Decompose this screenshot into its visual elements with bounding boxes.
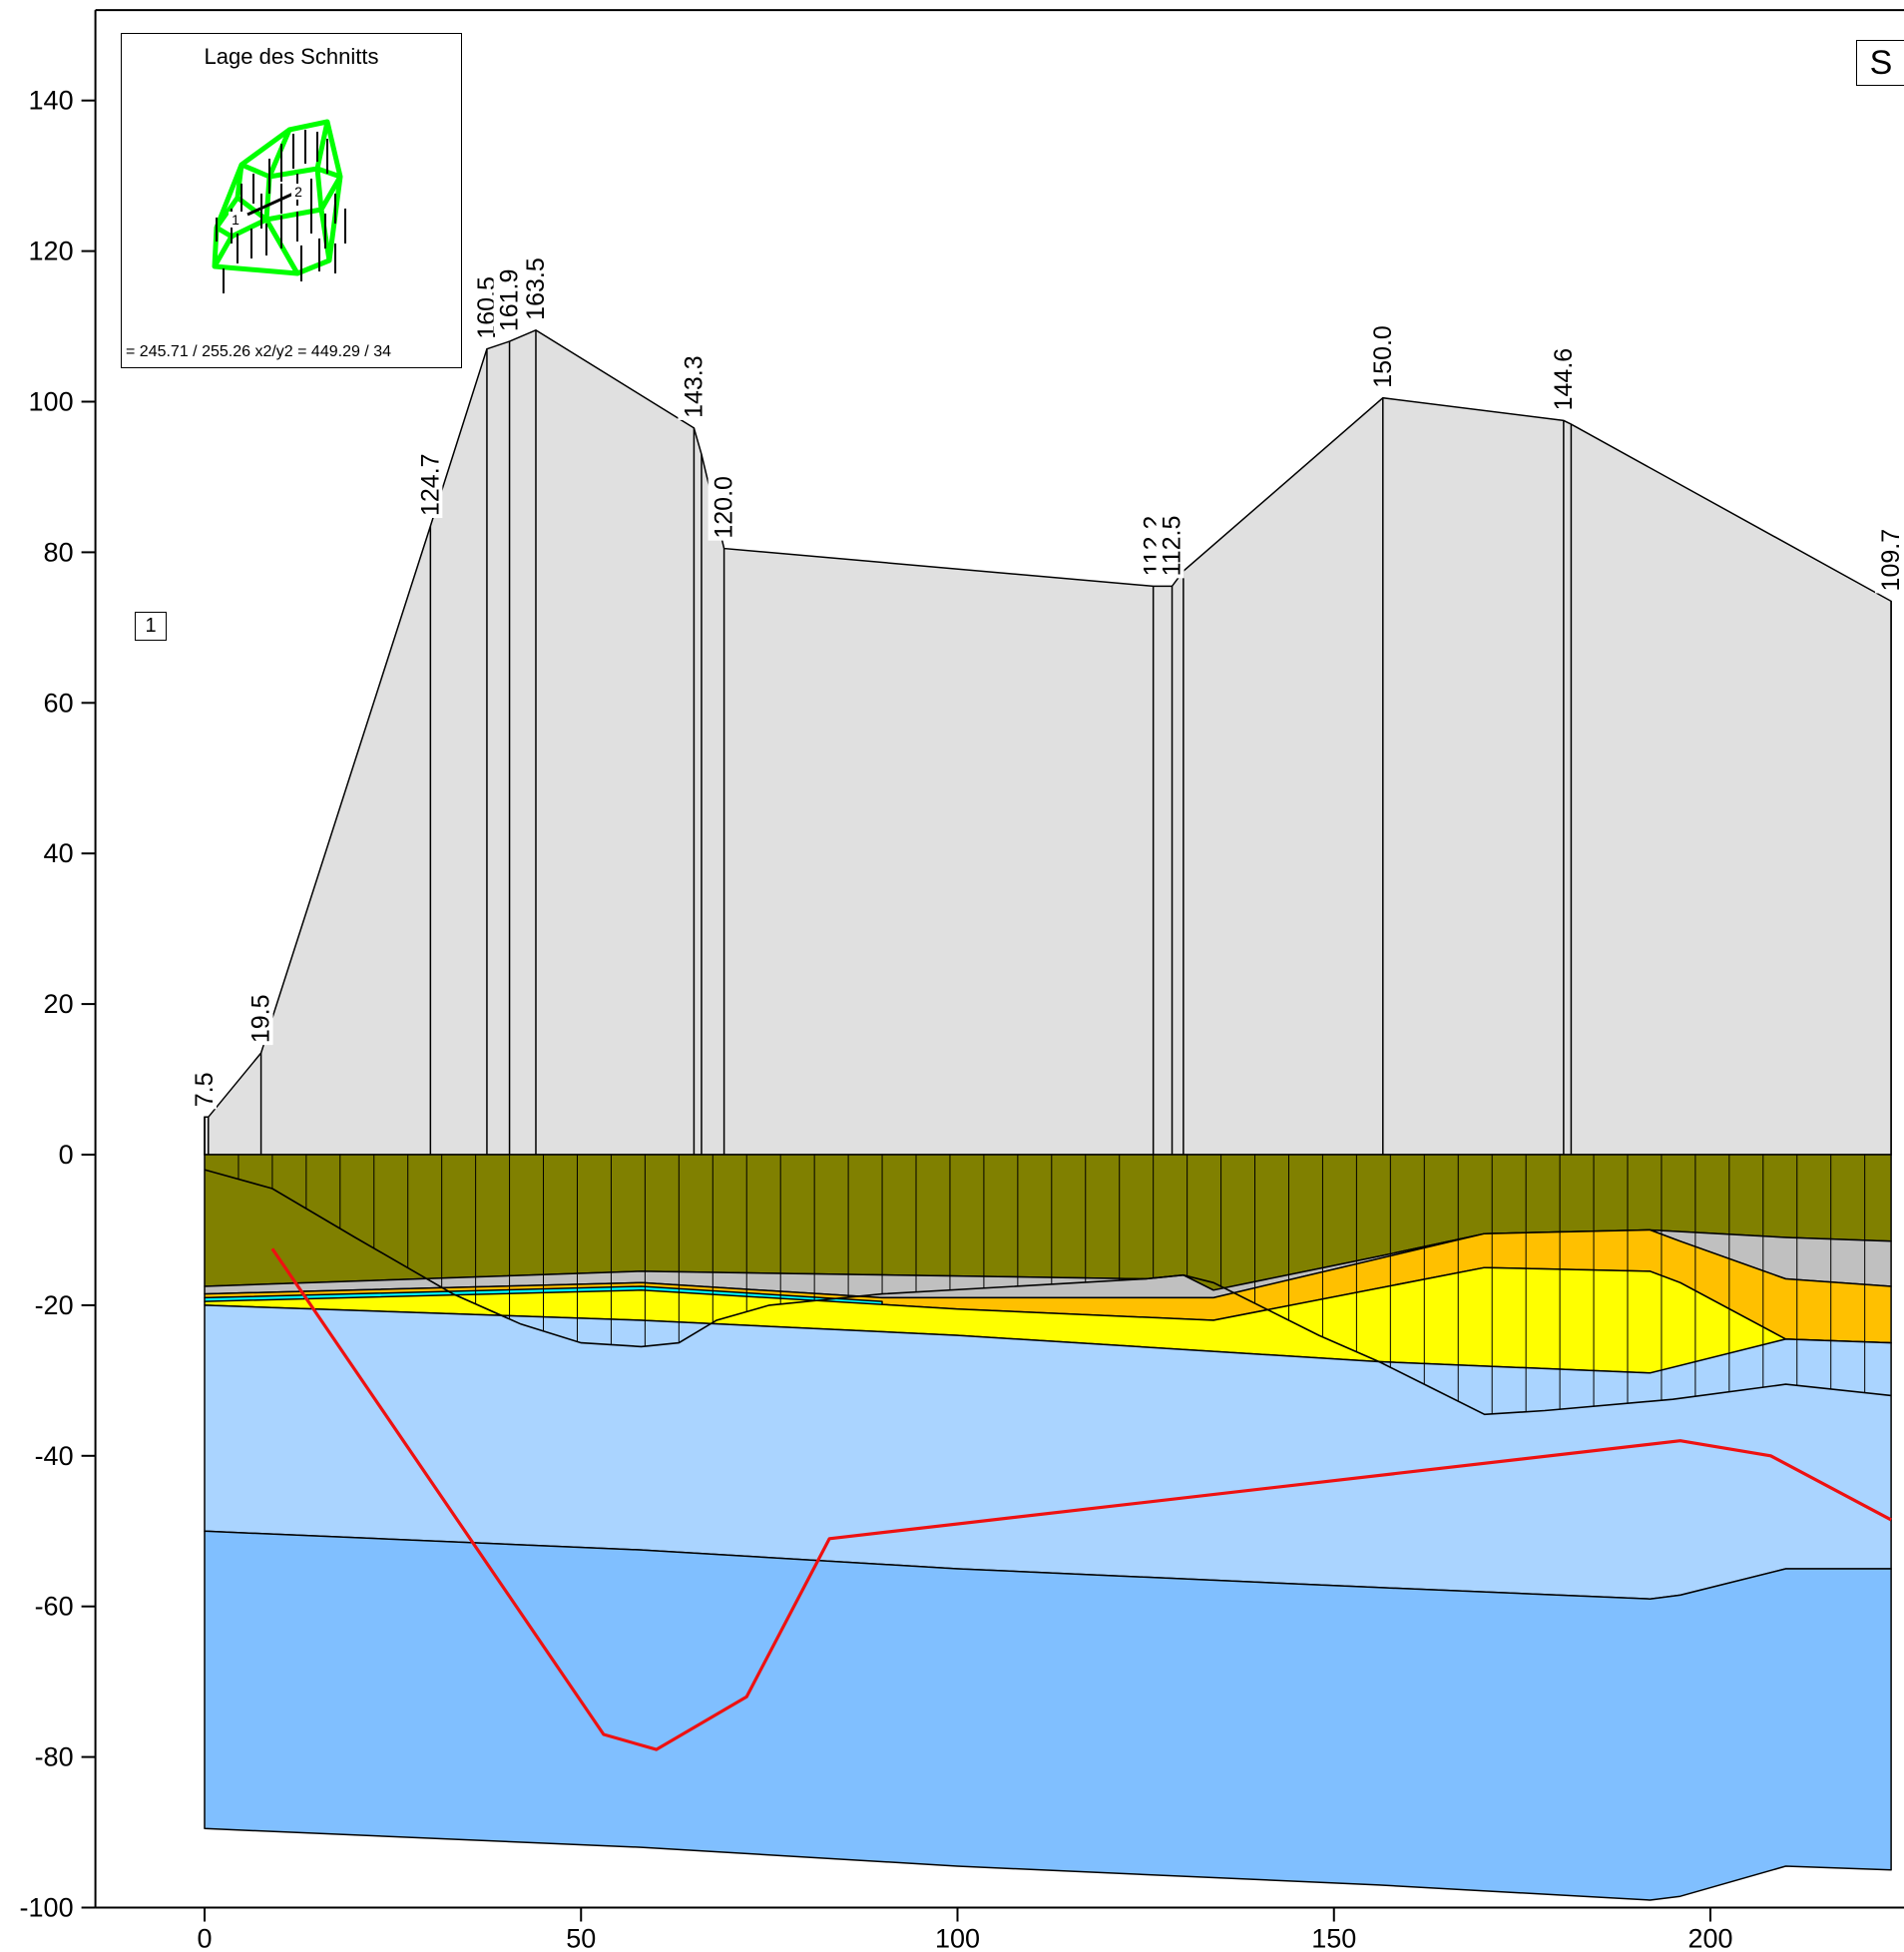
section-location-inset: Lage des Schnitts 1 2 = 245.71 / 255.26 … [121,33,462,368]
value-label: 19.5 [247,994,275,1043]
value-label: 143.3 [680,355,708,418]
y-tick-label: -60 [35,1592,74,1622]
y-tick-label: 40 [44,838,74,868]
layer-boundary-curve [204,1169,1892,1416]
soil-layers-group [204,1154,1892,1901]
y-tick-label: 80 [44,537,74,567]
value-label: 150.0 [1369,325,1397,388]
inset-coordinates: = 245.71 / 255.26 x2/y2 = 449.29 / 34 [126,343,391,360]
section-line [246,192,294,217]
section-number-tag: 1 [135,612,167,641]
x-tick-label: 100 [935,1924,980,1952]
marker-start-box [229,212,242,228]
soil-layer-6 [204,1530,1892,1901]
layer-division-lines [204,1155,1866,1414]
boundary-curve-line [204,1169,1892,1416]
value-label-bg [189,1031,217,1110]
y-tick-label: -80 [35,1742,74,1772]
value-labels-group: 7.519.5124.7160.5161.9163.5143.3120.0112… [189,244,1904,1110]
y-tick-label: 120 [29,237,74,266]
y-tick-label: -20 [35,1290,74,1320]
y-tick-label: 100 [29,387,74,417]
corner-letter-tag: S [1856,40,1904,86]
value-label-bg [414,439,443,518]
value-label: 120.0 [711,476,738,539]
x-tick-label: 150 [1311,1924,1356,1952]
value-label-bg [1875,515,1904,594]
marker-end-box [291,184,305,200]
load-profile-area [204,328,1892,1156]
y-tick-label: 0 [59,1140,74,1170]
value-label-bg [1156,500,1185,579]
value-label: 7.5 [191,1073,219,1108]
value-label: 161.9 [496,269,524,332]
y-tick-label: -40 [35,1441,74,1471]
value-label-bg [678,341,707,420]
x-tick-label: 0 [197,1924,212,1952]
value-label: 144.6 [1550,348,1578,411]
value-label-bg [493,255,522,334]
y-tick-label: 60 [44,688,74,718]
x-tick-label: 50 [566,1924,596,1952]
value-label-bg [1366,311,1395,390]
marker-end-label: 2 [294,184,302,200]
x-tick-label: 200 [1687,1924,1732,1952]
value-label: 124.7 [416,453,444,516]
y-tick-label: -100 [20,1893,74,1923]
value-label: 109.7 [1877,529,1904,592]
red-line [270,1247,1892,1751]
value-label-bg [1547,334,1576,413]
marker-start-label: 1 [232,212,239,228]
red-line-group [270,1247,1892,1751]
y-tick-label: 140 [29,86,74,116]
y-tick-label: 20 [44,989,74,1019]
value-label-bg [519,244,548,322]
value-label-bg [244,967,273,1046]
inset-mesh [212,119,343,276]
inset-map: 1 2 [212,119,346,293]
value-label: 112.5 [1159,516,1187,577]
value-label-bg [708,462,736,541]
inset-title: Lage des Schnitts [204,44,379,69]
inset-piles [216,130,346,293]
load-profile-group [204,328,1892,1156]
value-label: 163.5 [522,257,550,320]
